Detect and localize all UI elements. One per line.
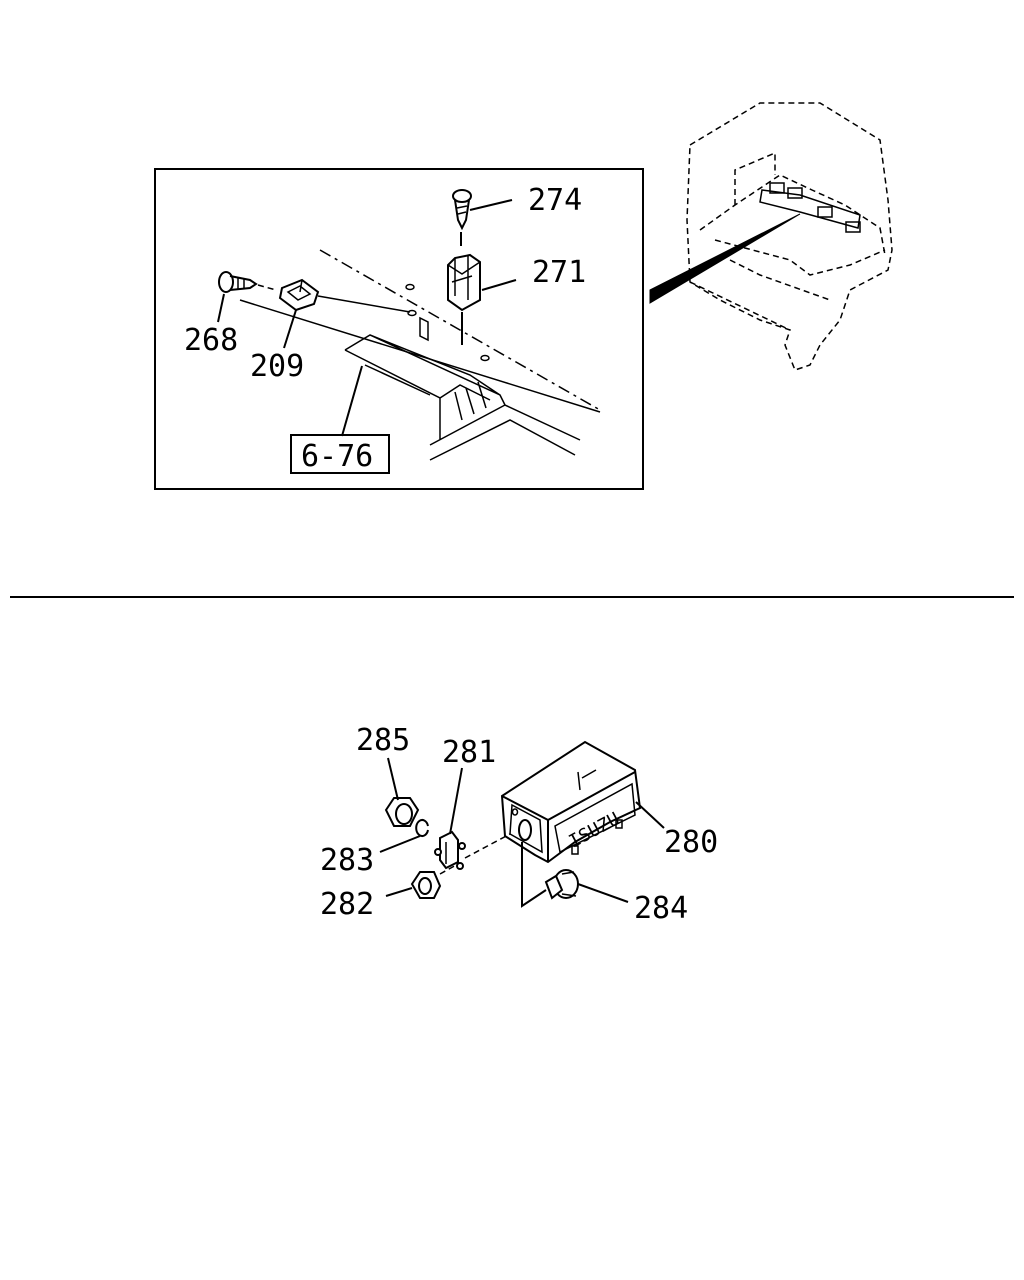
bracket-281 <box>434 830 466 870</box>
leader-ref <box>341 365 363 437</box>
callout-284: 284 <box>634 891 688 926</box>
clip-284 <box>544 869 579 900</box>
leader-271 <box>481 279 517 291</box>
leader-283 <box>379 835 421 853</box>
leader-285 <box>387 757 399 801</box>
panel-centerline <box>319 249 601 411</box>
screw-268 <box>218 271 277 293</box>
bracket-slot <box>419 316 429 342</box>
clip-nut-209 <box>278 278 411 313</box>
leader-209 <box>283 309 297 349</box>
washer-283 <box>415 819 429 837</box>
cab-overview <box>649 102 893 371</box>
clip-271 <box>447 253 481 345</box>
leader-274 <box>469 199 513 211</box>
callout-209: 209 <box>250 349 304 384</box>
leader-282 <box>385 887 413 897</box>
callout-282: 282 <box>320 887 374 922</box>
mounting-hole <box>480 354 490 362</box>
nut-285 <box>384 797 420 827</box>
callout-271: 271 <box>532 255 586 290</box>
mounting-hole <box>407 309 417 317</box>
callout-285: 285 <box>356 723 410 758</box>
mounting-hole <box>405 283 415 291</box>
callout-283: 283 <box>320 843 374 878</box>
leader-280 <box>635 801 665 829</box>
callout-274: 274 <box>528 183 582 218</box>
assembly-line <box>464 833 511 859</box>
reference-box <box>290 434 390 474</box>
leader-268 <box>217 293 225 323</box>
leader-284-emblem <box>521 842 547 908</box>
leader-281 <box>449 767 463 835</box>
panel-edge <box>239 299 601 413</box>
inset-frame <box>154 168 644 490</box>
assembly-line <box>439 863 459 875</box>
leader-284 <box>577 883 629 903</box>
dashboard-ledge <box>344 334 581 461</box>
emblem-assembly: ISUZU <box>320 723 718 926</box>
screw-274 <box>452 189 472 246</box>
detail-inset: 274 271 268 209 6-76 <box>154 168 644 490</box>
nut-282 <box>410 871 442 899</box>
callout-280: 280 <box>664 825 718 860</box>
view-pointer <box>649 213 801 304</box>
reference-label: 6-76 <box>301 439 373 474</box>
callout-268: 268 <box>184 323 238 358</box>
callout-281: 281 <box>442 735 496 770</box>
